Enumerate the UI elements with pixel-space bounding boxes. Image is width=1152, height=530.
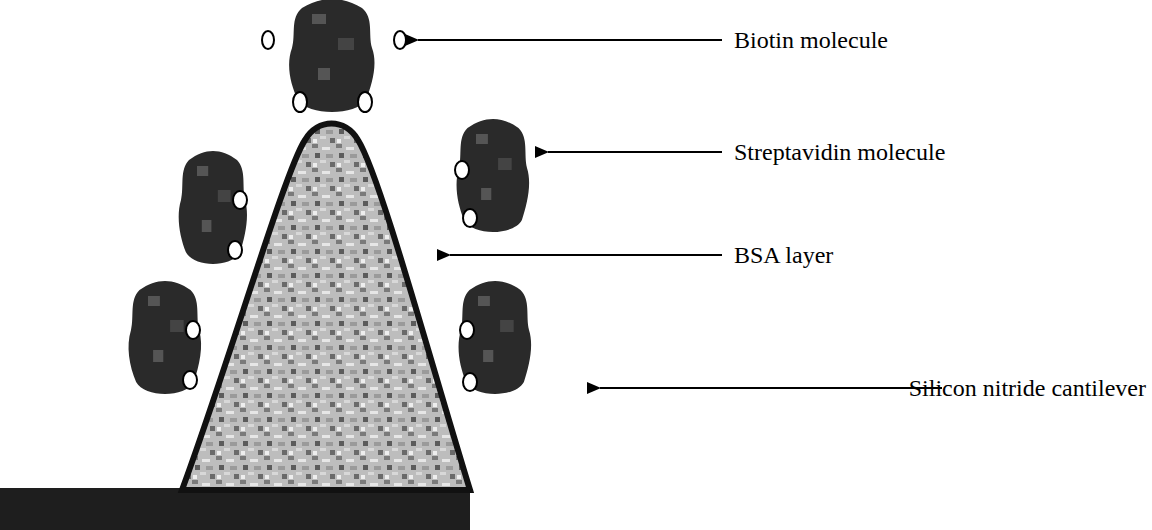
part-label: BSA layer — [734, 241, 833, 269]
cantilever-base — [0, 488, 470, 530]
part-label: Streptavidin molecule — [734, 138, 945, 166]
streptavidin-molecules — [129, 0, 532, 394]
biotin-molecules — [183, 31, 477, 391]
leader-lines — [418, 40, 942, 388]
part-label: Silicon nitride cantilever — [909, 374, 1146, 402]
part-label: Biotin molecule — [734, 26, 888, 54]
